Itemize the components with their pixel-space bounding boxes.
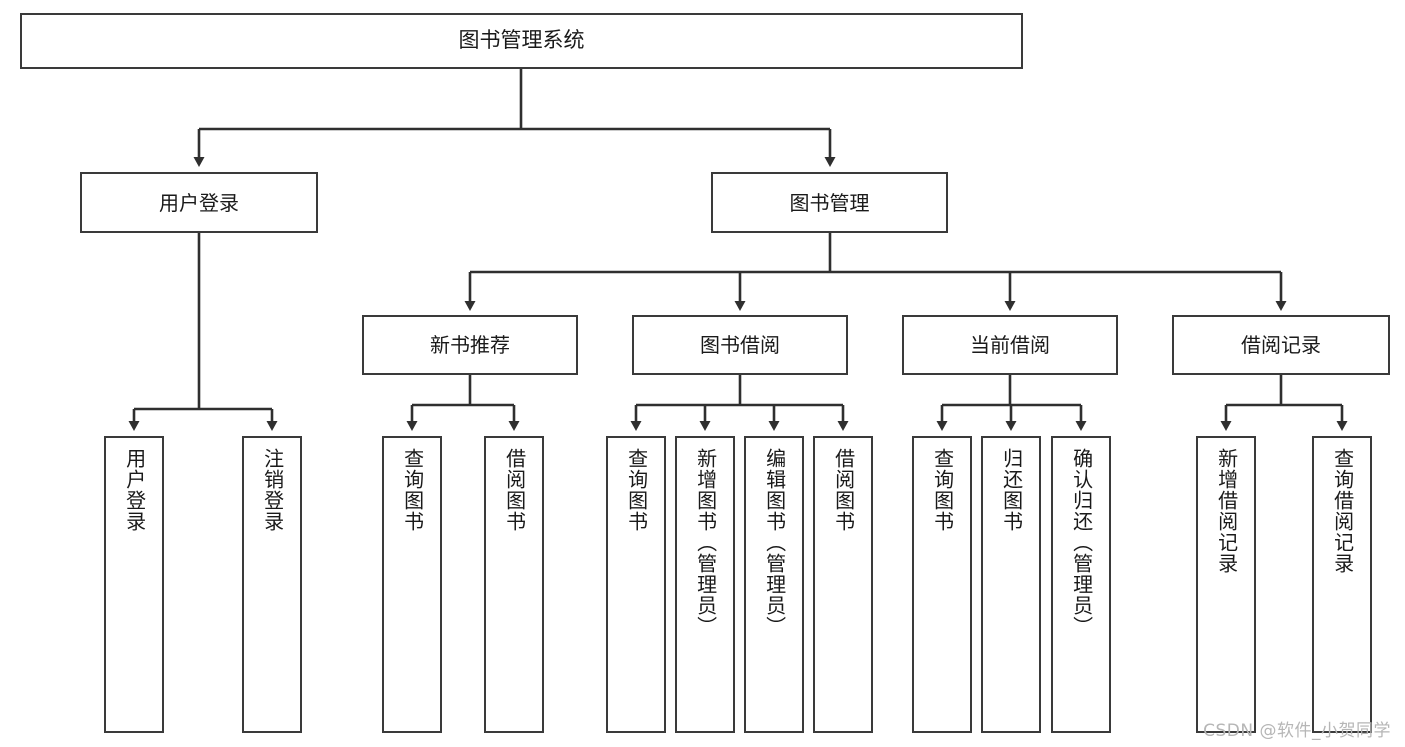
node-leaf-query-book-1-label: 查询图书: [400, 448, 425, 532]
node-borrow-record[interactable]: 借阅记录: [1172, 315, 1390, 375]
node-leaf-user-logout[interactable]: 注销登录: [242, 436, 302, 733]
node-leaf-query-book-2-label: 查询图书: [624, 448, 649, 532]
node-user-login-label: 用户登录: [159, 190, 239, 215]
node-leaf-query-book-3-label: 查询图书: [930, 448, 955, 532]
node-leaf-edit-book-label: 编辑图书（管理员）: [762, 448, 787, 637]
node-root-label: 图书管理系统: [458, 28, 585, 53]
node-leaf-edit-book[interactable]: 编辑图书（管理员）: [744, 436, 804, 733]
node-new-book-recommend[interactable]: 新书推荐: [362, 315, 578, 375]
node-leaf-query-book-3[interactable]: 查询图书: [912, 436, 972, 733]
node-leaf-query-record-label: 查询借阅记录: [1330, 448, 1355, 574]
node-leaf-borrow-book-2[interactable]: 借阅图书: [813, 436, 873, 733]
node-new-book-recommend-label: 新书推荐: [430, 333, 510, 357]
node-leaf-user-login[interactable]: 用户登录: [104, 436, 164, 733]
node-leaf-query-record[interactable]: 查询借阅记录: [1312, 436, 1372, 733]
node-leaf-add-record-label: 新增借阅记录: [1214, 448, 1239, 574]
node-current-borrow-label: 当前借阅: [970, 333, 1050, 357]
node-leaf-borrow-book-1-label: 借阅图书: [502, 448, 527, 532]
node-leaf-add-book[interactable]: 新增图书（管理员）: [675, 436, 735, 733]
node-leaf-confirm-return-label: 确认归还（管理员）: [1069, 448, 1094, 637]
node-book-borrow[interactable]: 图书借阅: [632, 315, 848, 375]
node-leaf-borrow-book-1[interactable]: 借阅图书: [484, 436, 544, 733]
node-book-manage[interactable]: 图书管理: [711, 172, 948, 233]
node-leaf-borrow-book-2-label: 借阅图书: [831, 448, 856, 532]
node-leaf-add-record[interactable]: 新增借阅记录: [1196, 436, 1256, 733]
node-leaf-user-logout-label: 注销登录: [260, 448, 285, 532]
node-book-borrow-label: 图书借阅: [700, 333, 780, 357]
node-leaf-return-book-label: 归还图书: [999, 448, 1024, 532]
node-leaf-user-login-label: 用户登录: [122, 448, 147, 532]
node-leaf-query-book-1[interactable]: 查询图书: [382, 436, 442, 733]
node-leaf-confirm-return[interactable]: 确认归还（管理员）: [1051, 436, 1111, 733]
node-leaf-query-book-2[interactable]: 查询图书: [606, 436, 666, 733]
node-book-manage-label: 图书管理: [789, 190, 870, 215]
node-leaf-return-book[interactable]: 归还图书: [981, 436, 1041, 733]
watermark-text: CSDN @软件_小贺同学: [1203, 721, 1391, 741]
node-user-login[interactable]: 用户登录: [80, 172, 318, 233]
node-root[interactable]: 图书管理系统: [20, 13, 1023, 69]
node-borrow-record-label: 借阅记录: [1241, 333, 1321, 357]
node-current-borrow[interactable]: 当前借阅: [902, 315, 1118, 375]
node-leaf-add-book-label: 新增图书（管理员）: [693, 448, 718, 637]
